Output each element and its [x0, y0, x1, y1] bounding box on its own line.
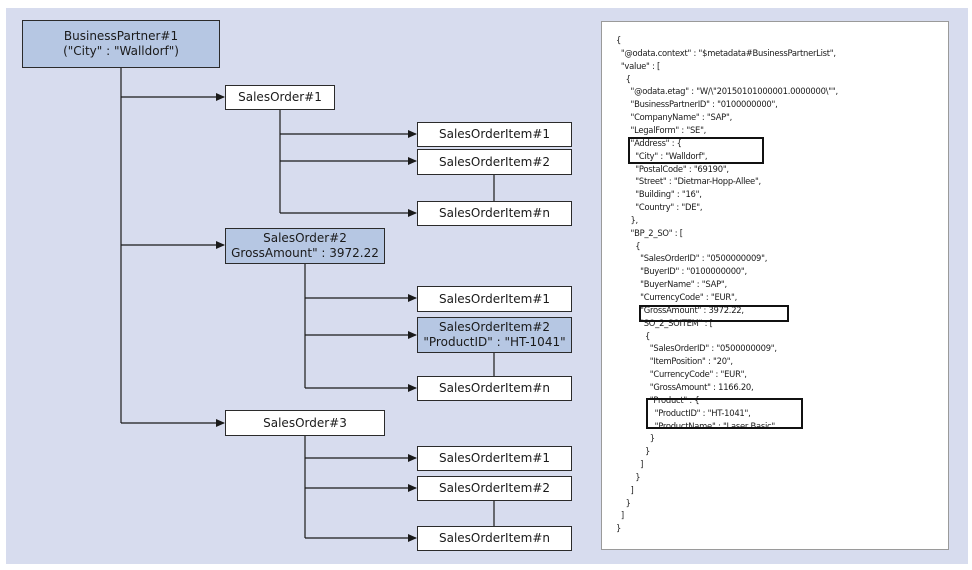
sales-order-2-gross-amount: GrossAmount" : 3972.22 — [231, 246, 379, 260]
so3-item-2-label: SalesOrderItem#2 — [438, 481, 551, 495]
so2-item-n-label: SalesOrderItem#n — [438, 381, 551, 395]
so3-item-n-label: SalesOrderItem#n — [438, 531, 551, 545]
json-line: "@odata.etag" : "W/\"20150101000001.0000… — [616, 86, 838, 97]
sales-order-3-label: SalesOrder#3 — [263, 415, 347, 430]
json-line: }, — [616, 214, 638, 225]
json-line: "GrossAmount" : 3972.22, — [616, 304, 744, 315]
sales-order-2-title: SalesOrder#2 — [263, 231, 347, 245]
business-partner-node: BusinessPartner#1 ("City" : "Walldorf") — [22, 20, 220, 68]
json-line: "ProductName" : "Laser Basic" — [616, 420, 776, 431]
json-line: { — [616, 35, 622, 45]
json-line: "BuyerID" : "0100000000", — [616, 266, 747, 277]
json-line: "ItemPosition" : "20", — [616, 356, 733, 367]
json-line: "PostalCode" : "69190", — [616, 163, 729, 174]
so1-item-1-node: SalesOrderItem#1 — [417, 122, 572, 147]
json-line: "GrossAmount" : 1166.20, — [616, 381, 754, 392]
so1-item-2-node: SalesOrderItem#2 — [417, 149, 572, 175]
so3-item-1-label: SalesOrderItem#1 — [438, 451, 551, 465]
so1-item-1-label: SalesOrderItem#1 — [438, 127, 551, 141]
json-line: } — [616, 471, 641, 482]
json-line: } — [616, 523, 622, 534]
so2-item-1-node: SalesOrderItem#1 — [417, 286, 572, 312]
sales-order-3-node: SalesOrder#3 — [225, 410, 385, 436]
json-line: "value" : [ — [616, 60, 661, 71]
so2-item-1-label: SalesOrderItem#1 — [438, 291, 551, 306]
so2-item-2-title: SalesOrderItem#2 — [438, 320, 551, 334]
json-line: "BusinessPartnerID" : "0100000000", — [616, 99, 778, 110]
json-line: } — [616, 446, 651, 457]
json-line: "SalesOrderID" : "0500000009", — [616, 343, 777, 354]
sales-order-2-node: SalesOrder#2 GrossAmount" : 3972.22 — [225, 228, 385, 264]
json-line: ] — [616, 484, 634, 495]
json-line: "LegalForm" : "SE", — [616, 124, 707, 135]
json-line: "CurrencyCode" : "EUR", — [616, 369, 747, 380]
so2-item-2-product-id: "ProductID" : "HT-1041" — [423, 335, 566, 349]
so1-item-n-label: SalesOrderItem#n — [438, 206, 551, 220]
so1-item-2-label: SalesOrderItem#2 — [438, 154, 551, 169]
json-line: { — [616, 330, 651, 341]
json-line: "SO_2_SOITEM" : [ — [616, 317, 713, 328]
sales-order-1-node: SalesOrder#1 — [225, 85, 335, 110]
json-line: "Country" : "DE", — [616, 202, 703, 213]
json-line: "@odata.context" : "$metadata#BusinessPa… — [616, 47, 836, 58]
json-line: "SalesOrderID" : "0500000009", — [616, 253, 768, 264]
json-payload-box: { "@odata.context" : "$metadata#Business… — [601, 21, 949, 550]
json-line: "Address" : { — [616, 137, 682, 148]
business-partner-city: ("City" : "Walldorf") — [63, 44, 179, 58]
so2-item-2-node: SalesOrderItem#2 "ProductID" : "HT-1041" — [417, 317, 572, 353]
so3-item-n-node: SalesOrderItem#n — [417, 526, 572, 551]
json-line: "Street" : "Dietmar-Hopp-Allee", — [616, 176, 761, 187]
product-id-highlight — [646, 398, 803, 429]
json-line: "BP_2_SO" : [ — [616, 227, 683, 238]
json-line: { — [616, 73, 631, 84]
tree-connectors — [120, 68, 495, 542]
address-city-highlight — [628, 137, 764, 164]
json-line: } — [616, 497, 631, 508]
so2-item-n-node: SalesOrderItem#n — [417, 376, 572, 401]
json-line: "Building" : "16", — [616, 189, 702, 200]
business-partner-title: BusinessPartner#1 — [63, 29, 179, 43]
gross-amount-highlight — [639, 305, 789, 322]
json-line: "ProductID" : "HT-1041", — [616, 407, 751, 418]
so1-item-n-node: SalesOrderItem#n — [417, 201, 572, 226]
json-line: "BuyerName" : "SAP", — [616, 279, 727, 290]
json-line: ] — [616, 510, 624, 521]
so3-item-2-node: SalesOrderItem#2 — [417, 476, 572, 501]
json-line: { — [616, 240, 641, 251]
json-line: "City" : "Walldorf", — [616, 150, 708, 161]
json-line: "CurrencyCode" : "EUR", — [616, 292, 738, 302]
json-line: ] — [616, 459, 644, 470]
sales-order-1-label: SalesOrder#1 — [238, 90, 322, 104]
so3-item-1-node: SalesOrderItem#1 — [417, 446, 572, 471]
json-line: "CompanyName" : "SAP", — [616, 112, 732, 123]
json-line: } — [616, 433, 655, 444]
